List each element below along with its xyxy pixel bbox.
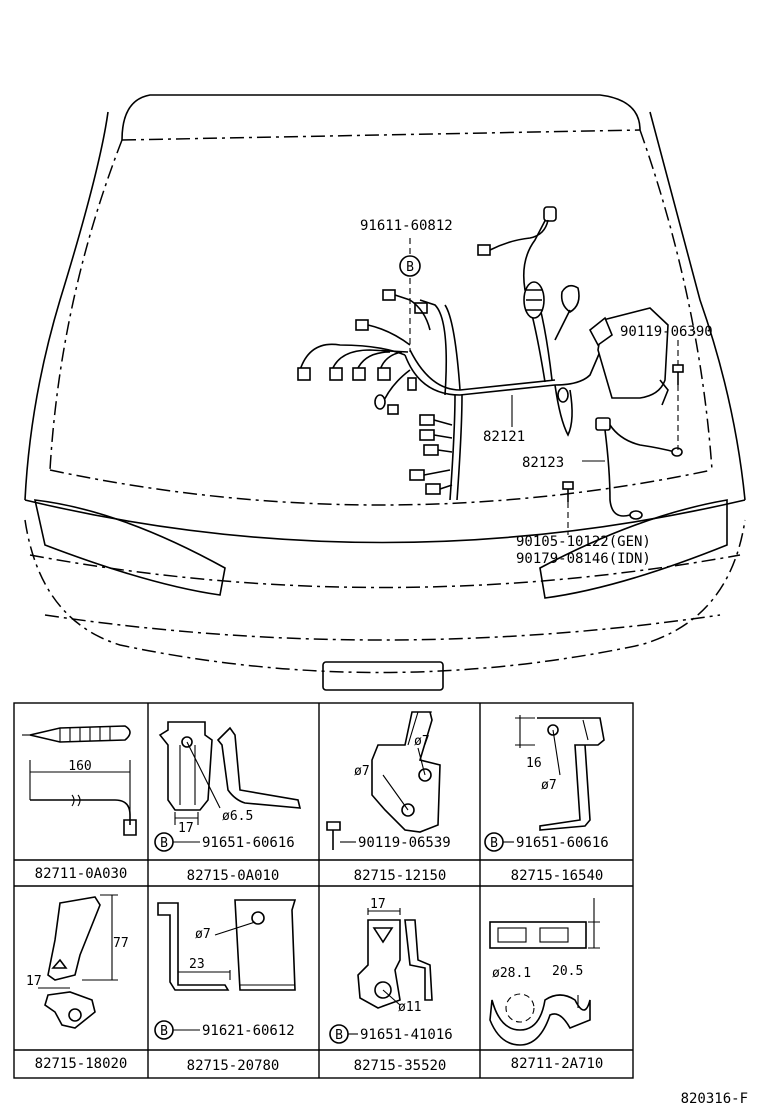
fastener-91651-60616-a: 91651-60616 — [202, 835, 295, 851]
figure-code: 820316-F — [681, 1091, 748, 1107]
bolt-90105-icon — [562, 481, 574, 502]
engine-wire-harness-82121 — [297, 206, 669, 501]
callout-82121: 82121 — [483, 429, 525, 445]
parts-table — [13, 702, 634, 1079]
callout-90179: 90179-08146(IDN) — [516, 551, 651, 567]
b-marker-7: B — [335, 1028, 343, 1043]
part-drawing-82715-12150 — [326, 711, 441, 850]
part-drawing-82715-18020 — [38, 894, 118, 1029]
b-marker-label: B — [406, 260, 414, 275]
part-drawing-82715-20780 — [157, 899, 297, 991]
callout-91611: 91611-60812 — [360, 218, 453, 234]
dim-11: ø11 — [398, 1000, 421, 1015]
dim-77: 77 — [113, 936, 129, 951]
wire-82123 — [595, 417, 683, 520]
part-drawing-82715-16540 — [515, 715, 605, 831]
b-marker-4: B — [490, 836, 498, 851]
callout-82123: 82123 — [522, 455, 564, 471]
part-drawing-82711-0A030 — [22, 725, 137, 836]
part-drawing-82715-35520 — [357, 908, 433, 1009]
callout-90105: 90105-10122(GEN) — [516, 534, 651, 550]
dim-6-5: ø6.5 — [222, 809, 253, 824]
b-marker-6: B — [160, 1024, 168, 1039]
dim-23: 23 — [189, 957, 205, 972]
callout-90119-06390: 90119-06390 — [620, 324, 713, 340]
part-no-82715-16540: 82715-16540 — [511, 868, 604, 884]
dim-17-b: 17 — [26, 974, 42, 989]
part-no-82715-20780: 82715-20780 — [187, 1058, 280, 1074]
fastener-90119-06539: 90119-06539 — [358, 835, 451, 851]
part-no-82715-0A010: 82715-0A010 — [187, 868, 280, 884]
dim-28-1: ø28.1 — [492, 966, 531, 981]
car-body-outline — [24, 94, 746, 691]
fastener-91651-41016: 91651-41016 — [360, 1027, 453, 1043]
part-no-82711-0A030: 82711-0A030 — [35, 866, 128, 882]
dim-16: 16 — [526, 756, 542, 771]
dim-7-a: ø7 — [414, 734, 430, 749]
dim-7-c: ø7 — [541, 778, 557, 793]
b-marker-2: B — [160, 836, 168, 851]
dim-160: 160 — [68, 759, 91, 774]
part-drawing-82715-0A010 — [158, 721, 302, 825]
part-no-82715-12150: 82715-12150 — [354, 868, 447, 884]
part-no-82715-18020: 82715-18020 — [35, 1056, 128, 1072]
bolt-90119-icon — [672, 364, 684, 385]
dim-17-c: 17 — [370, 897, 386, 912]
dim-20-5: 20.5 — [552, 964, 583, 979]
part-drawing-82711-2A710 — [489, 898, 600, 1046]
fastener-91651-60616-b: 91651-60616 — [516, 835, 609, 851]
dim-7-d: ø7 — [195, 927, 211, 942]
dim-7-b: ø7 — [354, 764, 370, 779]
dim-17-a: 17 — [178, 821, 194, 836]
b-marker — [399, 255, 421, 277]
fastener-91621-60612: 91621-60612 — [202, 1023, 295, 1039]
part-no-82711-2A710: 82711-2A710 — [511, 1056, 604, 1072]
part-no-82715-35520: 82715-35520 — [354, 1058, 447, 1074]
